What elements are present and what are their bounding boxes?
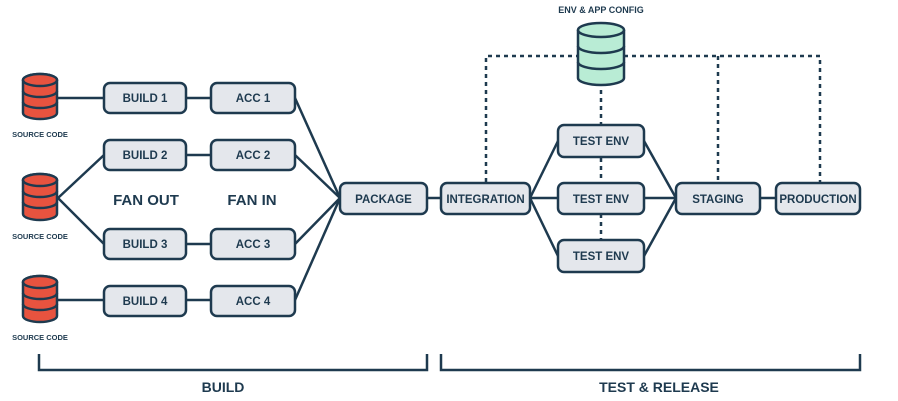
build-bracket xyxy=(37,354,429,372)
test-env-3-box: TEST ENV xyxy=(556,238,646,274)
build-3-label: BUILD 3 xyxy=(123,239,168,251)
acc-3-box: ACC 3 xyxy=(209,227,297,261)
test-release-section-label: TEST & RELEASE xyxy=(599,379,719,395)
test-env-2-label: TEST ENV xyxy=(573,194,630,206)
acc-4-label: ACC 4 xyxy=(236,296,271,308)
source-db-2 xyxy=(21,172,59,222)
build-1-label: BUILD 1 xyxy=(123,93,168,105)
build-2-label: BUILD 2 xyxy=(123,150,168,162)
staging-label: STAGING xyxy=(692,194,744,206)
source-db-3 xyxy=(21,274,59,324)
build-section-label: BUILD xyxy=(202,379,245,395)
package-label: PACKAGE xyxy=(355,194,412,206)
source-label-3: SOURCE CODE xyxy=(12,333,68,342)
fan-in-label: FAN IN xyxy=(227,192,276,209)
acc-2-box: ACC 2 xyxy=(209,138,297,172)
source-label-2: SOURCE CODE xyxy=(12,232,68,241)
production-box: PRODUCTION xyxy=(774,181,862,216)
acc-1-box: ACC 1 xyxy=(209,81,297,115)
staging-box: STAGING xyxy=(674,181,762,216)
package-box: PACKAGE xyxy=(338,181,429,216)
build-3-box: BUILD 3 xyxy=(102,227,188,261)
production-label: PRODUCTION xyxy=(779,194,856,206)
source-label-1: SOURCE CODE xyxy=(12,130,68,139)
integration-label: INTEGRATION xyxy=(446,194,524,206)
build-4-label: BUILD 4 xyxy=(123,296,168,308)
acc-3-label: ACC 3 xyxy=(236,239,271,251)
fan-out-label: FAN OUT xyxy=(113,192,179,209)
test-env-1-label: TEST ENV xyxy=(573,136,630,148)
config-label: ENV & APP CONFIG xyxy=(558,5,644,15)
acc-4-box: ACC 4 xyxy=(209,284,297,318)
build-1-box: BUILD 1 xyxy=(102,81,188,115)
acc-1-label: ACC 1 xyxy=(236,93,271,105)
test-env-3-label: TEST ENV xyxy=(573,251,630,263)
source-db-1 xyxy=(21,72,59,121)
test-env-2-box: TEST ENV xyxy=(556,181,646,216)
connectors xyxy=(57,96,776,302)
config-lines xyxy=(484,54,822,240)
config-db xyxy=(576,21,626,87)
test-release-bracket xyxy=(439,354,862,372)
integration-box: INTEGRATION xyxy=(439,181,532,216)
acc-2-label: ACC 2 xyxy=(236,150,271,162)
build-4-box: BUILD 4 xyxy=(102,284,188,318)
build-2-box: BUILD 2 xyxy=(102,138,188,172)
test-env-1-box: TEST ENV xyxy=(556,123,646,159)
